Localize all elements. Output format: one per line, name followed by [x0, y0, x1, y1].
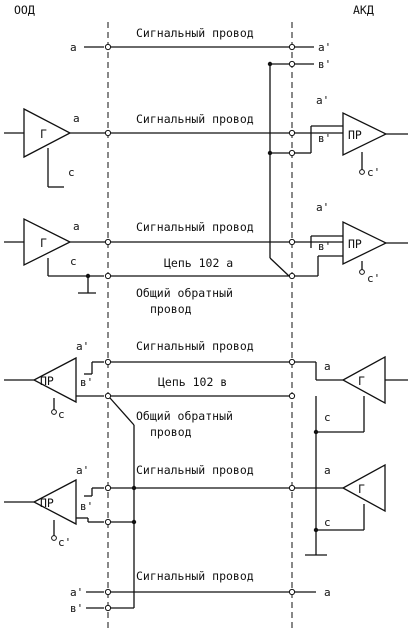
group-5-receiver-generator: Сигнальный провод а' а Г с ПР в' с': [4, 463, 386, 549]
receiver-amplifier: [32, 356, 77, 404]
label-b-prime: в': [80, 500, 93, 513]
label-signal-wire: Сигнальный провод: [136, 463, 254, 477]
label-signal-wire: Сигнальный провод: [136, 26, 254, 40]
generator-amplifier: [23, 217, 72, 267]
label-common-return: Общий обратный: [136, 286, 233, 300]
label-b-prime: в': [318, 240, 331, 253]
label-c-prime: с': [367, 166, 380, 179]
label-a: а: [70, 41, 77, 54]
label-a: а: [73, 112, 80, 125]
generator-label: Г: [358, 374, 365, 388]
label-c-prime: с': [58, 536, 71, 549]
label-c: с: [70, 255, 77, 268]
label-a-prime: а': [316, 201, 329, 214]
receiver-label: ПР: [40, 496, 54, 510]
group-1-signal-wire: а а' Сигнальный провод в': [70, 26, 331, 71]
generator-amplifier: [341, 463, 386, 513]
label-a: а: [324, 586, 331, 599]
label-c: с: [324, 411, 331, 424]
label-a-prime: а': [76, 464, 89, 477]
label-a-prime: а': [318, 41, 331, 54]
header-dte: ООД: [14, 3, 35, 17]
group-2-generator-receiver: Г а Сигнальный провод с а' в' ПР с': [4, 94, 408, 188]
label-b-prime: в': [318, 58, 331, 71]
label-common-return: Общий обратный: [136, 409, 233, 423]
label-a: а: [73, 220, 80, 233]
label-a-prime: а': [76, 340, 89, 353]
label-circuit-102b: Цепь 102 в: [158, 375, 227, 389]
label-b-prime: в': [80, 376, 93, 389]
label-a-prime: а': [70, 586, 83, 599]
generator-label: Г: [40, 236, 47, 250]
label-signal-wire: Сигнальный провод: [136, 339, 254, 353]
label-signal-wire: Сигнальный провод: [136, 220, 254, 234]
receiver-amplifier: [32, 478, 77, 526]
generator-label: Г: [40, 127, 47, 141]
label-c-prime: с': [367, 272, 380, 285]
generator-label: Г: [358, 482, 365, 496]
label-signal-wire: Сигнальный провод: [136, 112, 254, 126]
label-circuit-102a: Цепь 102 а: [164, 256, 233, 270]
group-6-signal-wire: Сигнальный провод а' а в': [70, 569, 331, 615]
header-dce: АКД: [353, 3, 374, 17]
receiver-amplifier: [342, 220, 388, 266]
label-common-return-2: провод: [150, 425, 192, 439]
label-c: с: [68, 166, 75, 179]
group-3-generator-receiver-102a: Г а Сигнальный провод с Цепь 102 а а' в'…: [4, 201, 408, 316]
label-c: с: [58, 408, 65, 421]
receiver-label: ПР: [348, 237, 362, 251]
receiver-label: ПР: [40, 374, 54, 388]
label-a: а: [324, 360, 331, 373]
receiver-label: ПР: [348, 128, 362, 142]
group-4-receiver-generator-102b: Сигнальный провод а' а Г с ПР в' Цепь 10…: [4, 339, 408, 439]
label-b-prime: в': [70, 602, 83, 615]
label-a: а: [324, 464, 331, 477]
generator-amplifier: [23, 107, 72, 159]
receiver-amplifier: [342, 111, 388, 157]
label-signal-wire: Сигнальный провод: [136, 569, 254, 583]
label-common-return-2: провод: [150, 302, 192, 316]
label-a-prime: а': [316, 94, 329, 107]
label-c: с: [324, 516, 331, 529]
label-b-prime: в': [318, 132, 331, 145]
